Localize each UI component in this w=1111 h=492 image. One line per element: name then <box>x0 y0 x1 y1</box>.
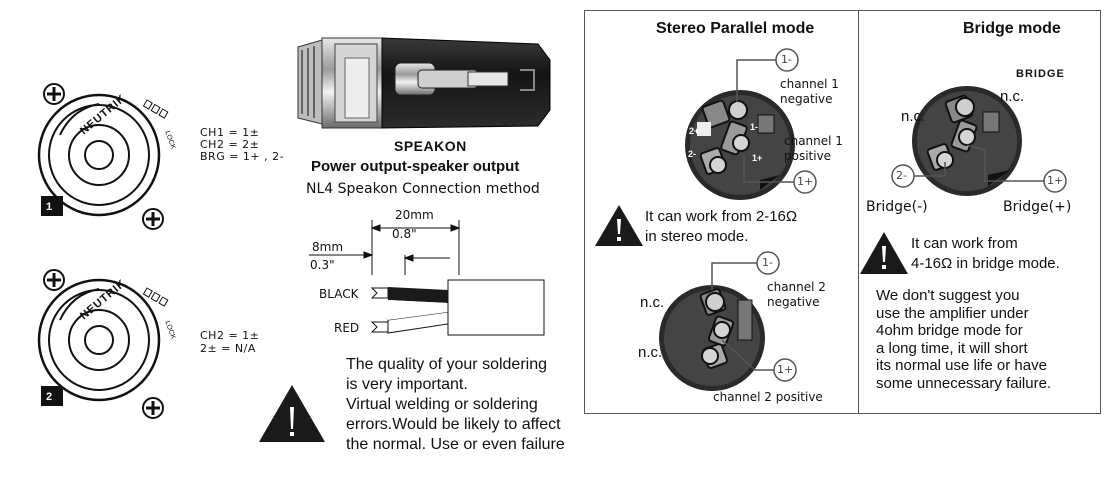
warning-icon <box>595 205 643 246</box>
connector-1-mapping: CH1 = 1± CH2 = 2± BRG = 1+ , 2- <box>200 126 285 163</box>
stereo-ch1-pos-label: channel 1 positive <box>784 134 843 163</box>
speakon-subtitle: Power output-speaker output <box>311 158 520 175</box>
speakon-method: NL4 Speakon Connection method <box>306 181 540 197</box>
stereo-ch1-leaders <box>736 48 817 194</box>
soldering-warning-text: The quality of your soldering is very im… <box>346 356 565 453</box>
dim2-value: 8mm <box>312 240 344 254</box>
bridge-panel <box>858 10 1101 414</box>
stereo-pin-2neg: 2- <box>688 149 697 159</box>
bridge-connector <box>912 86 1022 196</box>
bridge-pos-circle: 1+ <box>1047 174 1064 187</box>
wire-red-label: RED <box>334 321 360 335</box>
stereo-ch2-leaders <box>711 251 797 382</box>
stereo-ch1-neg-label: channel 1 negative <box>780 77 839 106</box>
stereo-title: Stereo Parallel mode <box>656 20 815 37</box>
warning-icon <box>259 385 325 442</box>
stereo-ch1-neg-circle: 1- <box>781 53 792 66</box>
connector-1-number: 1 <box>46 201 53 213</box>
stereo-ch2-pos-label: channel 2 positive <box>713 390 823 404</box>
connector-1 <box>37 83 169 230</box>
bridge-brand: BRIDGE <box>1016 68 1065 80</box>
stereo-ch2-pos-circle: 1+ <box>777 363 794 376</box>
bridge-note: We don't suggest you use the amplifier u… <box>876 287 1052 392</box>
stereo-ch1-connector <box>685 90 795 200</box>
dim1-value: 20mm <box>395 208 434 222</box>
connector-2-mapping: CH2 = 1± 2± = N/A <box>200 329 260 355</box>
dim2-inch: 0.3" <box>310 258 335 272</box>
screw-icon <box>43 269 65 291</box>
stereo-pin-1neg: 1- <box>750 122 759 132</box>
screw-icon <box>43 83 65 105</box>
stereo-ch2-neg-circle: 1- <box>762 256 773 269</box>
screw-icon <box>142 208 164 230</box>
stereo-ch1-pos-circle: 1+ <box>797 175 814 188</box>
stereo-pin-1pos: 1+ <box>752 153 763 163</box>
strip-dimensions <box>309 220 461 275</box>
stereo-nc-a: n.c. <box>640 294 665 311</box>
stereo-ch2-connector <box>659 285 765 391</box>
bridge-nc-a: n.c. <box>1000 88 1025 105</box>
screw-icon <box>142 397 164 419</box>
connector-2 <box>37 269 169 419</box>
wire-black-label: BLACK <box>319 287 359 301</box>
bridge-nc-b: n.c. <box>901 108 926 125</box>
bridge-neg-label: Bridge(-) <box>866 199 928 215</box>
speakon-title: SPEAKON <box>394 138 467 154</box>
bridge-warning-text: It can work from 4-16Ω in bridge mode. <box>911 235 1060 272</box>
stereo-warning-text: It can work from 2-16Ω in stereo mode. <box>645 208 798 245</box>
bridge-pos-label: Bridge(+) <box>1003 199 1072 215</box>
stereo-pin-2pos: 2+ <box>689 126 700 136</box>
bridge-neg-circle: 2- <box>896 169 907 182</box>
warning-icon <box>860 232 908 274</box>
bridge-title: Bridge mode <box>963 20 1061 37</box>
stereo-ch2-neg-label: channel 2 negative <box>767 280 826 309</box>
connector-2-number: 2 <box>46 391 53 403</box>
bridge-leaders <box>891 144 1067 193</box>
speakon-plug-image <box>297 37 551 129</box>
stereo-nc-b: n.c. <box>638 344 663 361</box>
cable-drawing <box>370 279 545 336</box>
dim1-inch: 0.8" <box>392 227 417 241</box>
